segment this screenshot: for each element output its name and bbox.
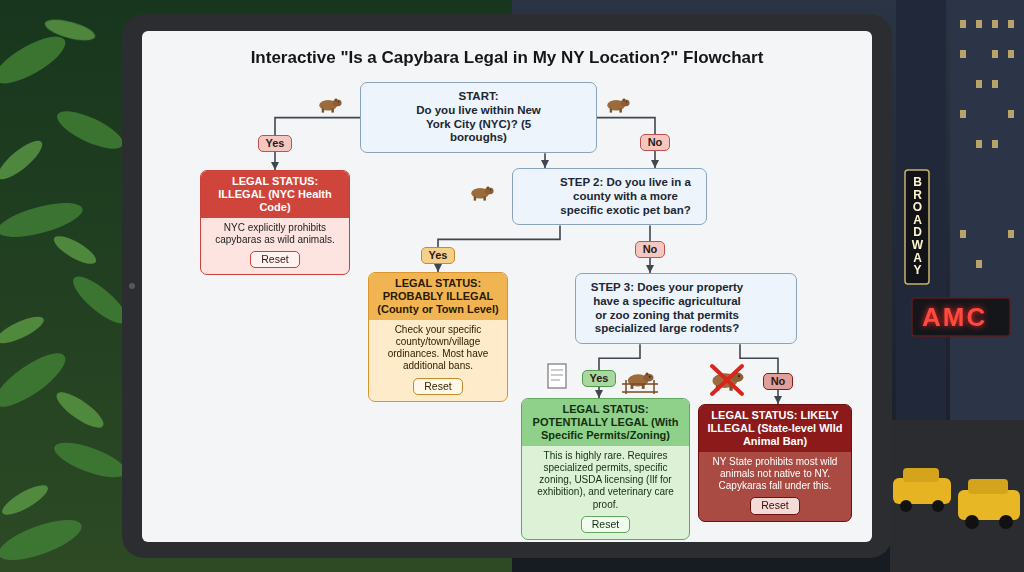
button-label: Reset: [261, 253, 288, 266]
decision-box: START:Do you live within New York City (…: [360, 82, 597, 153]
branch-label: No: [635, 241, 666, 258]
result-box: LEGAL STATUS: LIKELY ILLEGAL (State-leve…: [698, 404, 852, 522]
question-text: STEP 2: Do you live in a county with a m…: [555, 176, 696, 217]
result-box: LEGAL STATUS: PROBABLY ILLEGAL (County o…: [368, 272, 508, 402]
status-heading: LEGAL STATUS: ILLEGAL (NYC Health Code): [201, 171, 349, 218]
status-heading: LEGAL STATUS: POTENTIALLY LEGAL (With Sp…: [522, 399, 689, 446]
connector-arrow: [544, 153, 546, 168]
result-box: LEGAL STATUS: ILLEGAL (NYC Health Code)N…: [200, 170, 350, 275]
branch-label: Yes: [582, 370, 617, 387]
branch-label: No: [640, 134, 671, 151]
status-body: This is highly rare. Requires specialize…: [522, 446, 689, 513]
reset-button: Reset: [750, 497, 799, 514]
branch-label: No: [763, 373, 794, 390]
status-body: NYC explicitly prohibits capybaras as wi…: [201, 218, 349, 248]
neon-sign-text: AMC: [922, 304, 987, 330]
reset-button: Reset: [250, 251, 299, 268]
reset-button: Reset: [413, 378, 462, 395]
result-box: LEGAL STATUS: POTENTIALLY LEGAL (With Sp…: [521, 398, 690, 540]
question-text: START:: [411, 90, 546, 104]
status-body: Check your specific county/town/village …: [369, 320, 507, 375]
status-heading: LEGAL STATUS: PROBABLY ILLEGAL (County o…: [369, 273, 507, 320]
decision-box: STEP 2: Do you live in a county with a m…: [512, 168, 707, 225]
decision-box: STEP 3: Does your property have a specif…: [575, 273, 797, 344]
button-label: Reset: [424, 380, 451, 393]
status-body: NY State prohibits most wild animals not…: [699, 452, 851, 495]
button-label: Reset: [592, 518, 619, 531]
status-heading: LEGAL STATUS: LIKELY ILLEGAL (State-leve…: [699, 405, 851, 452]
branch-label: Yes: [421, 247, 456, 264]
question-text: Do you live within New York City (NYC)? …: [411, 104, 546, 145]
button-label: Reset: [761, 499, 788, 512]
connector-arrow: [438, 225, 560, 272]
branch-label: Yes: [258, 135, 293, 152]
diagram-title: Interactive "Is a Capybara Legal in My N…: [142, 48, 872, 68]
question-text: STEP 3: Does your property have a specif…: [586, 281, 748, 336]
reset-button: Reset: [581, 516, 630, 533]
sign-text: BROADWAY: [911, 176, 924, 277]
